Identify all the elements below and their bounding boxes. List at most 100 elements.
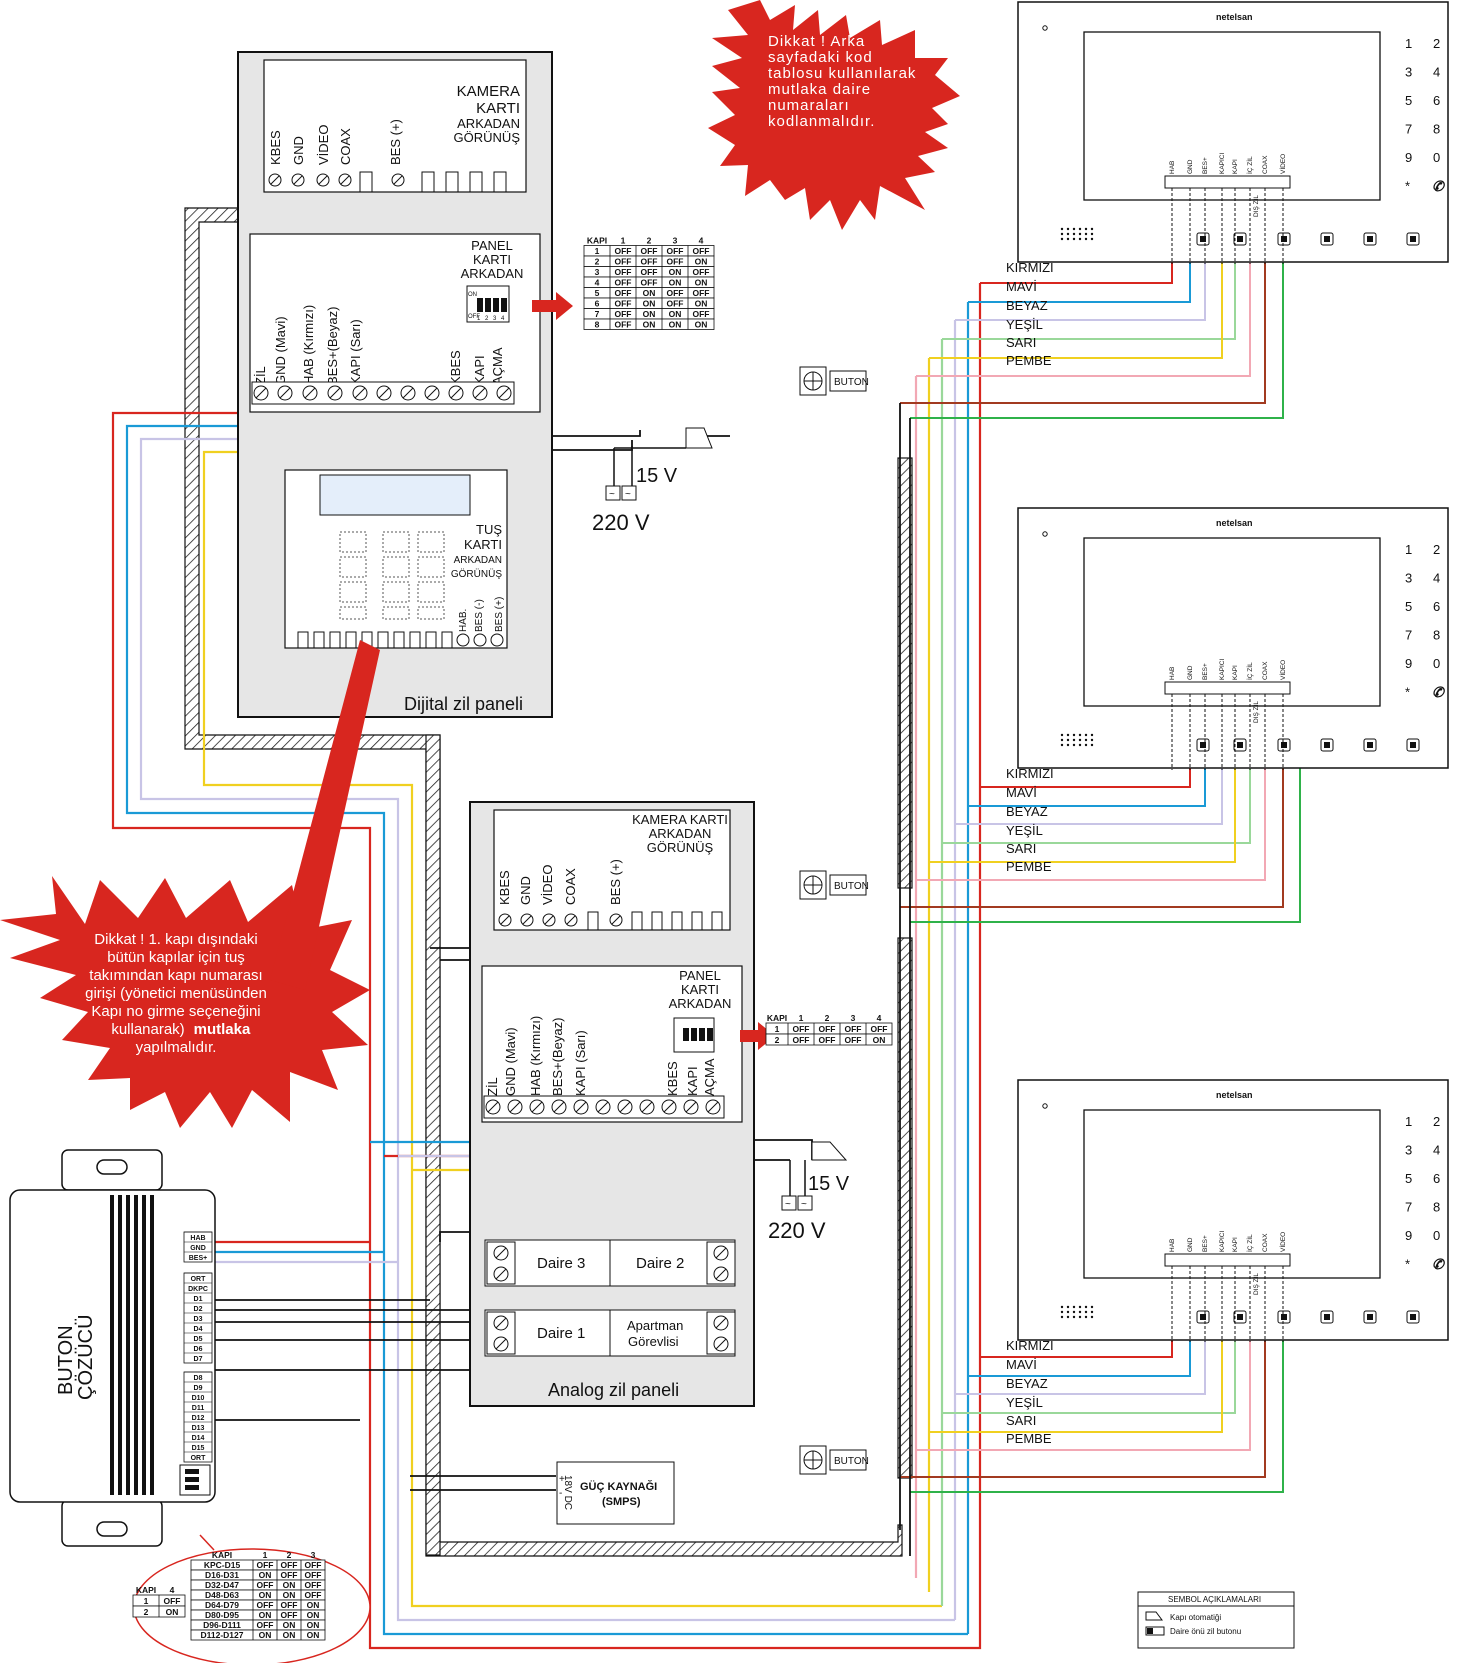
kapi-table-digital-cell: 1 <box>595 246 600 256</box>
kapi-table-digital-cell: OFF <box>641 257 658 267</box>
svg-text:ZİL: ZİL <box>485 1077 500 1096</box>
monitor-button-icon <box>1237 236 1243 242</box>
dp-key-hab: HAB. <box>458 609 469 632</box>
decoder-terminal: D13 <box>192 1425 205 1432</box>
dp-cam-coax: COAX <box>338 128 353 165</box>
kapi-table-digital-cell: 8 <box>595 320 600 330</box>
dp-t-kapi2: KAPI <box>472 355 487 385</box>
decoder-terminal: HAB <box>190 1235 205 1242</box>
monitor-key: 5 <box>1405 93 1412 108</box>
svg-text:BUTON: BUTON <box>834 1456 869 1467</box>
wire-label: MAVİ <box>1006 785 1037 800</box>
decoder-table-cell: ON <box>307 1600 320 1610</box>
wire-label: BEYAZ <box>1006 804 1048 819</box>
monitor-button-icon <box>1237 742 1243 748</box>
dp-t-hab: HAB (Kırmızı) <box>301 305 316 385</box>
ap-cam-title-3: GÖRÜNÜŞ <box>647 840 714 855</box>
kapi-table-digital-cell: 6 <box>595 299 600 309</box>
decoder-terminals: HABGNDBES+ORTDKPCD1D2D3D4D5D6D7D8D9D10D1… <box>183 1231 213 1463</box>
monitor-terminal: GND <box>1187 665 1194 680</box>
dp-t-kbes: KBES <box>448 350 463 385</box>
decoder-terminal: D12 <box>192 1415 205 1422</box>
kapi-table-digital-cell: OFF <box>615 246 632 256</box>
dp-camera-title-4: GÖRÜNÜŞ <box>454 130 521 145</box>
decoder-table-cell: OFF <box>281 1570 298 1580</box>
monitor-button-icon <box>1410 1314 1416 1320</box>
warning-left-line: girişi (yönetici menüsünden <box>85 985 267 1002</box>
dp-15v: 15 V <box>636 465 678 487</box>
smps-box: 18V DC + - GÜÇ KAYNAĞI (SMPS) <box>556 1461 675 1525</box>
dp-title: Dijital zil paneli <box>404 694 523 714</box>
phone-icon: ✆ <box>1432 1256 1445 1272</box>
monitor-terminal: VİDEO <box>1278 660 1287 680</box>
monitor-key: 1 <box>1405 1114 1412 1129</box>
monitor-button-icon <box>1324 742 1330 748</box>
digital-panel: KAMERA KARTI ARKADAN GÖRÜNÜŞ KBES GND Vİ… <box>237 51 573 718</box>
monitor-outer-bell: DIŞ ZİL <box>1251 1273 1260 1295</box>
kapi-table-analog-cell: OFF <box>819 1024 836 1034</box>
ap-dip-switch <box>673 1017 715 1053</box>
dp-camera-title-2: KARTI <box>476 100 520 117</box>
decoder-title-2: ÇÖZÜCÜ <box>75 1314 97 1400</box>
monitor-key: 7 <box>1405 122 1412 137</box>
svg-text:GND (Mavi): GND (Mavi) <box>503 1027 518 1096</box>
svg-text:COAX: COAX <box>563 868 578 905</box>
decoder-table-cell: ON <box>283 1590 296 1600</box>
monitor-terminal: COAX <box>1262 155 1269 174</box>
kapi-table-digital-cell: OFF <box>615 320 632 330</box>
dp-dip-switch: ON OFF 1 2 3 4 <box>466 285 510 323</box>
warning-left-line: bütün kapılar için tuş <box>107 949 245 966</box>
decoder-terminal: D5 <box>194 1336 203 1343</box>
monitor-button-icon <box>1324 1314 1330 1320</box>
kapi-table-digital-cell: OFF <box>615 267 632 277</box>
monitor-key: 7 <box>1405 628 1412 643</box>
kapi-table-analog-header: KAPI <box>767 1013 787 1023</box>
ap-cam-title-2: ARKADAN <box>649 826 712 841</box>
svg-text:~: ~ <box>785 1199 791 1210</box>
wire-label: BEYAZ <box>1006 1376 1048 1391</box>
decoder-terminal: ORT <box>191 1455 207 1462</box>
decoder-table-cell: ON <box>307 1620 320 1630</box>
svg-text:3: 3 <box>493 316 497 322</box>
svg-text:KBES: KBES <box>497 870 512 905</box>
monitor-outer-bell: DIŞ ZİL <box>1251 195 1260 217</box>
monitor-button-icon <box>1237 1314 1243 1320</box>
dp-panel-title-3: ARKADAN <box>461 266 524 281</box>
monitor-key: * <box>1405 685 1410 700</box>
phone-icon: ✆ <box>1432 684 1445 700</box>
kapi-table-analog-header: 4 <box>877 1013 882 1023</box>
wire-label: PEMBE <box>1006 353 1052 368</box>
svg-text:1: 1 <box>477 316 481 322</box>
dp-t-gnd: GND (Mavi) <box>273 316 288 385</box>
svg-text:BUTON: BUTON <box>834 377 869 388</box>
decoder-table-cell: OFF <box>281 1600 298 1610</box>
wire-label: SARI <box>1006 841 1036 856</box>
kapi-table-digital-cell: ON <box>669 278 682 288</box>
monitor-key: 9 <box>1405 656 1412 671</box>
wire-label: PEMBE <box>1006 859 1052 874</box>
dp-cam-video: VİDEO <box>316 125 331 165</box>
svg-text:VİDEO: VİDEO <box>540 865 555 905</box>
monitor-button-icon <box>1324 236 1330 242</box>
monitor-button-icon <box>1367 742 1373 748</box>
svg-text:PANEL: PANEL <box>679 968 721 983</box>
kapi-table-digital-cell: ON <box>669 309 682 319</box>
decoder-table-header: KAPI <box>212 1550 232 1560</box>
kapi-table-digital-header: 2 <box>647 236 652 246</box>
kapi-table-digital-cell: ON <box>669 267 682 277</box>
warning-top-line: numaraları <box>768 97 850 114</box>
warning-top-line: sayfadaki kod <box>768 49 873 66</box>
svg-text:18V DC: 18V DC <box>562 1475 573 1510</box>
monitor-terminal: COAX <box>1262 661 1269 680</box>
decoder-table-cell: OFF <box>257 1560 274 1570</box>
dp-panel-title-1: PANEL <box>471 238 513 253</box>
dp-cam-gnd: GND <box>291 136 306 165</box>
kapi-table-digital-cell: OFF <box>615 278 632 288</box>
kapi-table-digital-cell: 2 <box>595 257 600 267</box>
kapi-table-digital-cell: OFF <box>641 267 658 277</box>
